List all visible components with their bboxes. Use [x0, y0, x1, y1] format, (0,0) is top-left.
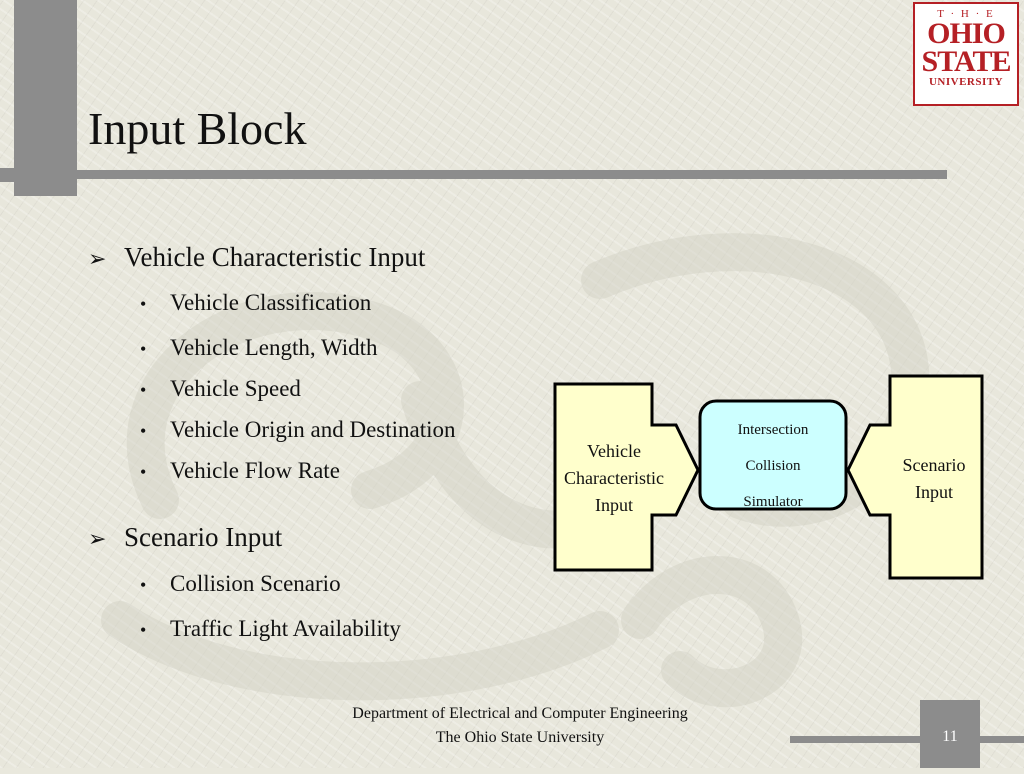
bullet-dot-icon: •: [140, 380, 147, 400]
bullet-dot-icon: •: [140, 339, 147, 359]
list-item: •Traffic Light Availability: [140, 616, 401, 641]
bullet-dot-icon: •: [140, 421, 147, 441]
section-heading: ➢Scenario Input: [88, 522, 283, 552]
page-number: 11: [920, 700, 980, 768]
list-item: •Collision Scenario: [140, 571, 341, 596]
arrow-bullet-icon: ➢: [88, 526, 107, 551]
logo-university: UNIVERSITY: [928, 76, 1004, 88]
title-rule-left: [0, 168, 14, 182]
arrow-bullet-icon: ➢: [88, 246, 107, 271]
simulator-label: Intersection Collision Simulator: [737, 422, 809, 510]
logo-state: STATE: [921, 45, 1012, 78]
title-accent-bar: [14, 0, 77, 196]
footer: Department of Electrical and Computer En…: [260, 702, 780, 750]
scenario-input-label: Scenario Input: [902, 455, 966, 502]
section-heading: ➢Vehicle Characteristic Input: [88, 242, 426, 272]
list-item: •Vehicle Flow Rate: [140, 458, 340, 483]
input-block-diagram: Vehicle Characteristic Input Intersectio…: [540, 370, 1000, 590]
simulator-box: [698, 399, 848, 511]
logo-the: T · H · E: [937, 8, 995, 20]
ohio-state-logo: T · H · E OHIO STATE UNIVERSITY: [913, 2, 1019, 106]
page-title: Input Block: [88, 103, 307, 154]
scenario-input-arrow: [846, 374, 984, 580]
list-item: •Vehicle Speed: [140, 376, 301, 401]
bullet-dot-icon: •: [140, 462, 147, 482]
list-item: •Vehicle Origin and Destination: [140, 417, 456, 442]
bullet-dot-icon: •: [140, 575, 147, 595]
bullet-dot-icon: •: [140, 294, 147, 314]
vehicle-input-arrow: [553, 382, 700, 572]
list-item: •Vehicle Length, Width: [140, 335, 378, 360]
footer-rule: [790, 736, 1024, 743]
vehicle-input-label: Vehicle Characteristic Input: [564, 441, 664, 515]
logo-ohio: OHIO: [927, 17, 1006, 50]
bullet-dot-icon: •: [140, 620, 147, 640]
diagram-shapes: [553, 374, 984, 580]
list-item: •Vehicle Classification: [140, 290, 372, 315]
title-rule: [77, 170, 947, 179]
footer-department: Department of Electrical and Computer En…: [352, 705, 688, 722]
footer-university: The Ohio State University: [435, 729, 605, 746]
